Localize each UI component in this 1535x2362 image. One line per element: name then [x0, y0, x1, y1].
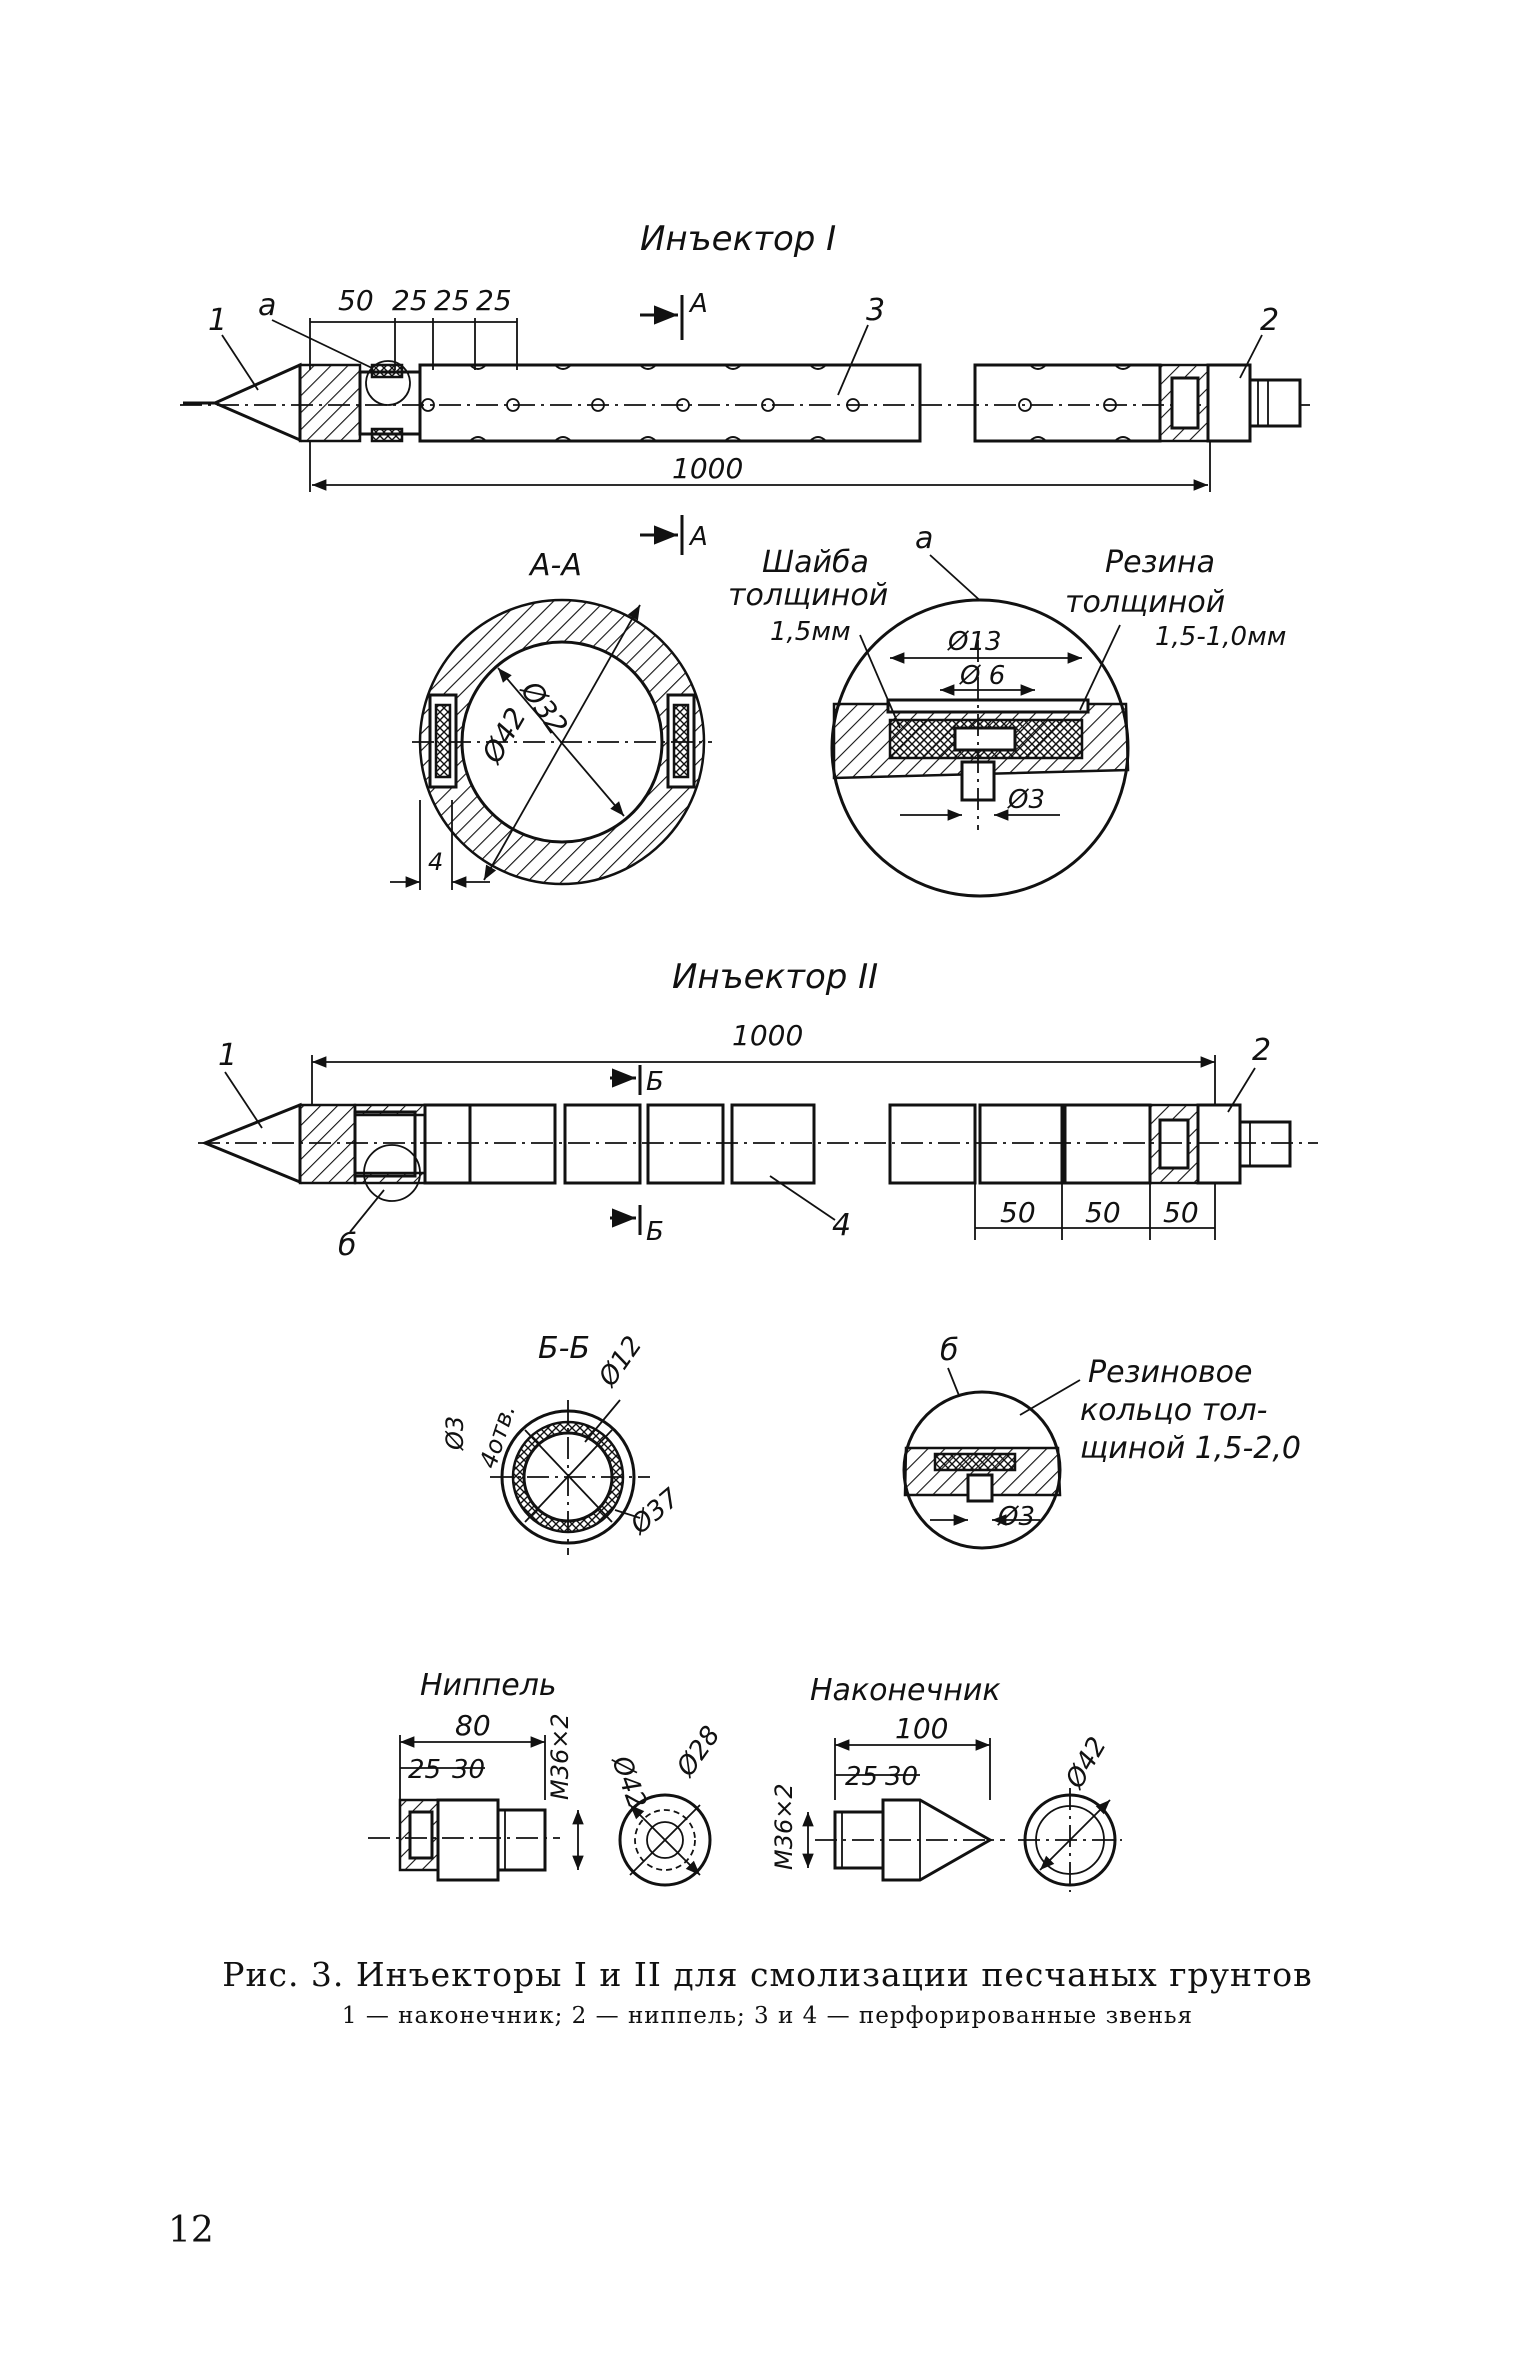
dim-100: 100 [895, 1712, 948, 1745]
label-tip-1-inj2: 1 [218, 1038, 237, 1073]
dim-tip-d42: Ø42 [1060, 1732, 1113, 1794]
section-bb: Б-Б Ø3 4отв. Ø12 Ø37 [441, 1331, 686, 1555]
section-mark-a-bottom: A [688, 522, 708, 552]
dim-tip-25: 25 [845, 1762, 878, 1792]
section-bb-title: Б-Б [538, 1331, 590, 1366]
dim-nipple-d42: Ø42 [605, 1751, 652, 1813]
tip-title: Наконечник [810, 1673, 1000, 1708]
dim-d12: Ø12 [593, 1331, 649, 1393]
injector-1-link-right [973, 363, 1162, 443]
dim-nipple-thread: М36×2 [546, 1713, 574, 1800]
dim-nipple-30: 30 [452, 1755, 485, 1785]
label-link-3: 3 [866, 293, 885, 328]
dim-1000-injector-2: 1000 [732, 1019, 803, 1052]
dim-1000-injector-1: 1000 [672, 452, 743, 485]
detail-b: б Резиновое кольцо тол- щиной 1,5-2,0 Ø3 [902, 1333, 1301, 1550]
label-tip-1: 1 [208, 303, 227, 338]
nipple-drawing: Ниппель 80 25 30 М36×2 Ø42 Ø28 [368, 1668, 727, 1887]
dim-tip-thread: М36×2 [770, 1783, 798, 1870]
dim-25-b: 25 [434, 284, 470, 317]
section-mark-b-top: Б [646, 1067, 664, 1097]
dim-25-a: 25 [392, 284, 428, 317]
dim-d3-detail-a: Ø3 [1007, 785, 1045, 815]
section-aa-title: А-А [528, 548, 582, 583]
dim-nipple-25: 25 [408, 1755, 441, 1785]
injector-2-title: Инъектор II [672, 957, 878, 997]
label-nipple-2: 2 [1260, 303, 1279, 338]
ring-label-2: кольцо тол- [1080, 1393, 1267, 1428]
dim-80: 80 [455, 1709, 491, 1742]
label-link-4: 4 [832, 1208, 851, 1243]
detail-b-mark: б [940, 1333, 959, 1368]
washer-label-3: 1,5мм [770, 617, 851, 647]
detail-a-mark: а [915, 521, 933, 556]
injector-1-detail-circle [365, 360, 411, 406]
rubber-label-2: толщиной [1065, 585, 1225, 620]
ring-label-3: щиной 1,5-2,0 [1080, 1431, 1301, 1466]
dim-50-inj2-b: 50 [1085, 1196, 1121, 1229]
detail-b-rubber-ring [933, 1452, 1017, 1472]
label-nipple-2-inj2: 2 [1252, 1033, 1271, 1068]
tip-drawing: Наконечник 100 25 30 М36×2 Ø42 [770, 1673, 1122, 1892]
nipple-title: Ниппель [420, 1668, 557, 1703]
washer-label-2: толщиной [728, 578, 888, 613]
injector-1-title: Инъектор I [640, 219, 836, 259]
page-number: 12 [168, 2210, 214, 2251]
dim-25-c: 25 [476, 284, 512, 317]
injector-1-elevation: Инъектор I [180, 219, 1310, 555]
rubber-label-1: Резина [1105, 545, 1215, 580]
dim-d6: Ø 6 [959, 661, 1005, 691]
figure-legend: 1 — наконечник; 2 — ниппель; 3 и 4 — пер… [341, 2003, 1194, 2029]
dim-d3-bb: Ø3 [441, 1416, 469, 1451]
dim-nipple-d28: Ø28 [671, 1721, 727, 1783]
detail-a: а Ø13 Ø 6 Ø3 Шайба толщиной 1,5мм Резина… [728, 521, 1286, 898]
label-detail-a: а [258, 288, 276, 323]
section-mark-b-bottom: Б [646, 1217, 664, 1247]
dim-50-inj2-c: 50 [1163, 1196, 1199, 1229]
figure-caption: Рис. 3. Инъекторы I и II для смолизации … [222, 1955, 1313, 1994]
section-aa: А-А Ø32 Ø42 4 [390, 548, 712, 890]
injector-1-tip-body [298, 363, 362, 443]
rubber-label-3: 1,5-1,0мм [1155, 622, 1286, 652]
dim-50: 50 [338, 284, 374, 317]
ring-label-1: Резиновое [1088, 1355, 1252, 1390]
washer-label-1: Шайба [762, 545, 869, 580]
dim-wall-4: 4 [428, 848, 443, 876]
injector-2-elevation: Инъектор II 1000 1 2 4 [198, 957, 1318, 1263]
dim-50-inj2-a: 50 [1000, 1196, 1036, 1229]
dim-d13: Ø13 [947, 627, 1002, 657]
injector-1-link-left [418, 363, 922, 443]
dim-d3-detail-b: Ø3 [997, 1502, 1035, 1532]
section-mark-a-top: A [688, 289, 708, 319]
injector-2-links [468, 1103, 1152, 1185]
dim-tip-30: 30 [885, 1762, 918, 1792]
label-detail-b: б [338, 1228, 357, 1263]
